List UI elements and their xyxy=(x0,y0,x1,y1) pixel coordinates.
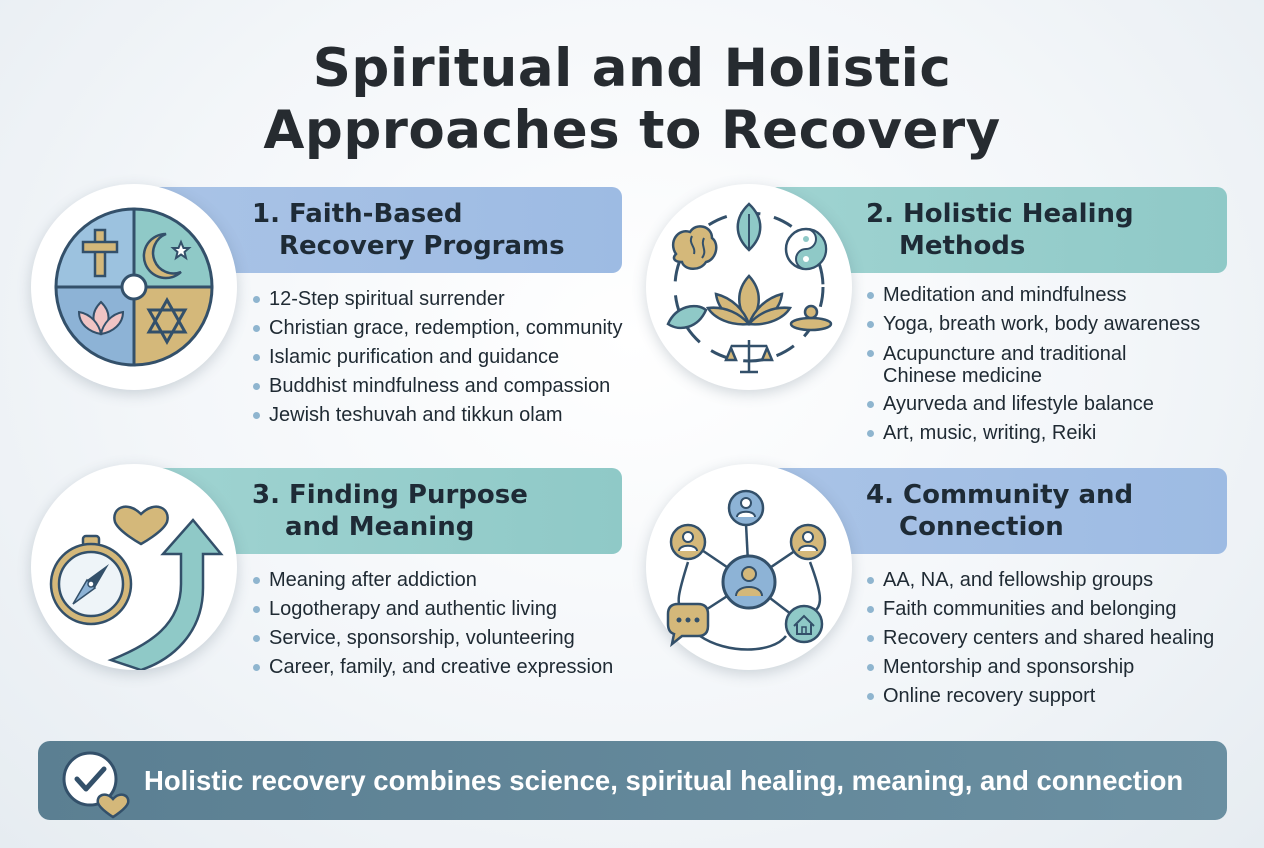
summary-text: Holistic recovery combines science, spir… xyxy=(144,765,1184,796)
section-2-title-line-2: Methods xyxy=(899,231,1026,261)
list-item: Islamic purification and guidance xyxy=(253,343,622,372)
section-3-title-line-2: and Meaning xyxy=(285,512,475,542)
community-network-icon xyxy=(646,464,852,670)
section-3-title-line-1: 3. Finding Purpose xyxy=(252,480,528,510)
list-item: 12-Step spiritual surrender xyxy=(253,285,622,314)
list-item-line: Acupuncture and traditional xyxy=(883,343,1127,365)
list-item: Career, family, and creative expression xyxy=(253,653,613,682)
list-item: Recovery centers and shared healing xyxy=(867,624,1214,653)
list-item: AA, NA, and fellowship groups xyxy=(867,566,1214,595)
holistic-healing-icon xyxy=(646,184,852,390)
list-item: Logotherapy and authentic living xyxy=(253,595,613,624)
list-item: Art, music, writing, Reiki xyxy=(867,419,1200,448)
compass-heart-icon xyxy=(31,464,237,670)
page-title: Spiritual and Holistic Approaches to Rec… xyxy=(0,38,1264,162)
list-item: Online recovery support xyxy=(867,682,1214,711)
check-heart-icon xyxy=(62,751,130,819)
faith-symbols-icon xyxy=(31,184,237,390)
list-item: Service, sponsorship, volunteering xyxy=(253,624,613,653)
title-line-2: Approaches to Recovery xyxy=(263,100,1001,161)
title-line-1: Spiritual and Holistic xyxy=(312,38,952,99)
list-item: Acupuncture and traditional Chinese medi… xyxy=(867,339,1200,390)
list-item: Christian grace, redemption, community xyxy=(253,314,622,343)
list-item: Ayurveda and lifestyle balance xyxy=(867,390,1200,419)
section-2-title-line-1: 2. Holistic Healing xyxy=(866,199,1134,229)
section-1-title-line-1: 1. Faith-Based xyxy=(252,199,463,229)
list-item: Jewish teshuvah and tikkun olam xyxy=(253,401,622,430)
list-item: Meditation and mindfulness xyxy=(867,281,1200,310)
section-3-list: Meaning after addiction Logotherapy and … xyxy=(253,566,613,682)
section-4-title-line-2: Connection xyxy=(899,512,1064,542)
section-2-list: Meditation and mindfulness Yoga, breath … xyxy=(867,281,1200,448)
list-item: Mentorship and sponsorship xyxy=(867,653,1214,682)
list-item-line: Chinese medicine xyxy=(883,365,1042,387)
section-4-list: AA, NA, and fellowship groups Faith comm… xyxy=(867,566,1214,711)
section-4-title-line-1: 4. Community and xyxy=(866,480,1134,510)
list-item: Faith communities and belonging xyxy=(867,595,1214,624)
summary-banner: Holistic recovery combines science, spir… xyxy=(38,741,1227,820)
section-1-title-line-2: Recovery Programs xyxy=(279,231,565,261)
section-1-list: 12-Step spiritual surrender Christian gr… xyxy=(253,285,622,430)
list-item: Meaning after addiction xyxy=(253,566,613,595)
list-item: Buddhist mindfulness and compassion xyxy=(253,372,622,401)
list-item: Yoga, breath work, body awareness xyxy=(867,310,1200,339)
